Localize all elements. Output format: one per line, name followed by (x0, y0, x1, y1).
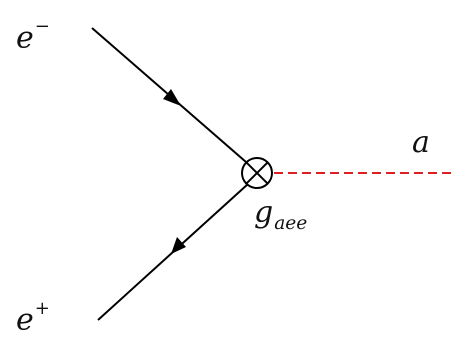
electron-label: e− (16, 16, 50, 56)
axion-label: a (412, 125, 430, 160)
vertex-circled-times-icon (241, 157, 273, 189)
coupling-label: gaee (254, 195, 308, 234)
positron-arrow-icon (171, 237, 186, 254)
positron-label: e+ (16, 298, 50, 338)
electron-arrow-icon (163, 89, 181, 106)
